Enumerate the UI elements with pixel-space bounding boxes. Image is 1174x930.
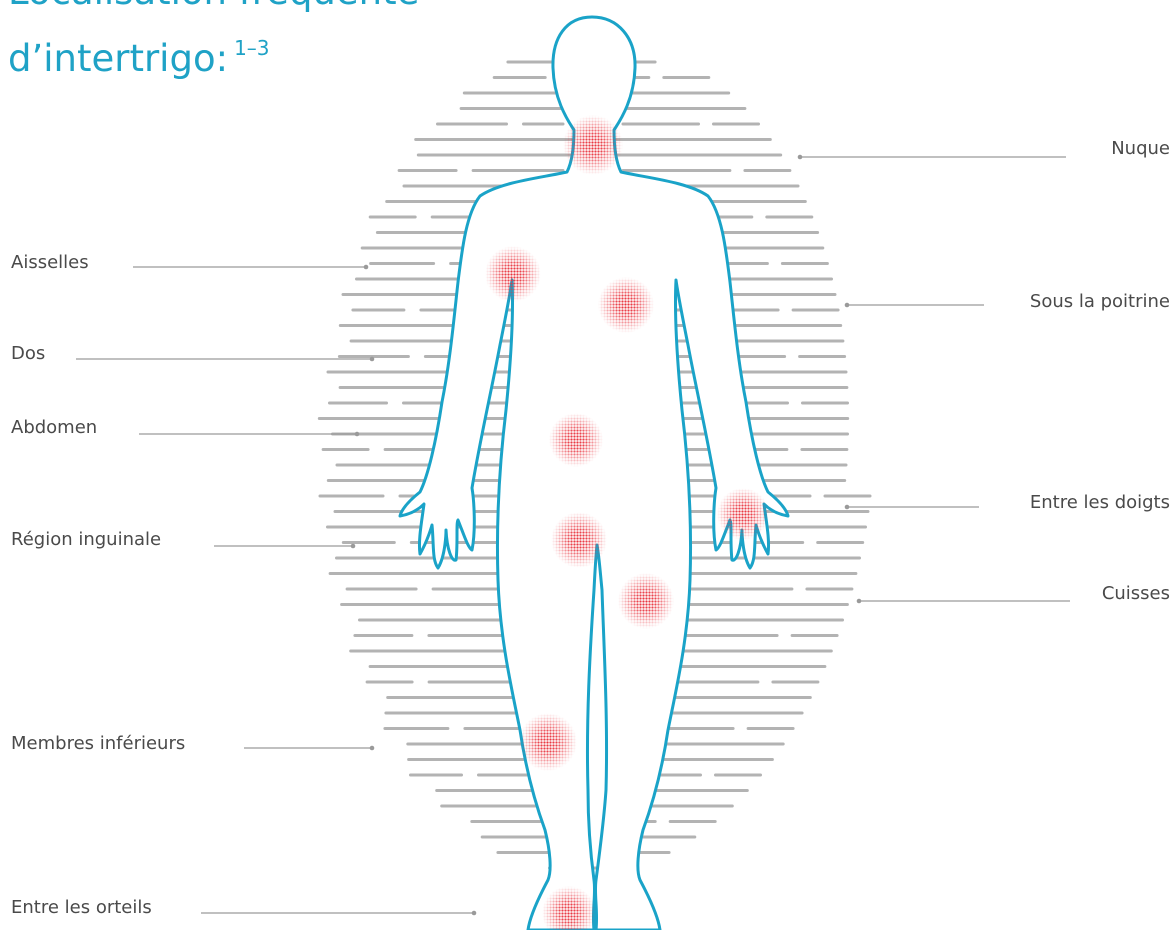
leader-dot-region-inguinale <box>351 544 356 549</box>
leader-dot-abdomen <box>355 432 360 437</box>
label-sous-la-poitrine: Sous la poitrine <box>1030 291 1170 313</box>
label-membres-inferieurs: Membres inférieurs <box>11 733 185 755</box>
label-aisselles: Aisselles <box>11 252 89 274</box>
leader-dot-cuisses <box>857 599 862 604</box>
leader-dot-entre-les-doigts <box>845 505 850 510</box>
label-dos: Dos <box>11 343 45 365</box>
leader-dot-membres-inferieurs <box>370 746 375 751</box>
label-cuisses: Cuisses <box>1102 583 1170 605</box>
leader-dot-sous-la-poitrine <box>845 303 850 308</box>
leader-dot-dos <box>370 357 375 362</box>
leader-dot-entre-les-orteils <box>472 911 477 916</box>
leader-dot-nuque <box>798 155 803 160</box>
label-nuque: Nuque <box>1111 138 1170 160</box>
hotspot-cuisses <box>618 573 674 629</box>
label-region-inguinale: Région inguinale <box>11 529 161 551</box>
hotspot-sous-poitrine <box>598 277 654 333</box>
hotspot-doigts <box>717 488 769 540</box>
hotspot-nuque <box>563 115 623 175</box>
hotspot-membres-inferieurs <box>519 713 577 771</box>
label-entre-les-doigts: Entre les doigts <box>1030 492 1170 514</box>
leader-dot-aisselles <box>364 265 369 270</box>
label-entre-les-orteils: Entre les orteils <box>11 897 152 919</box>
hotspot-region-inguinale <box>551 512 607 568</box>
hotspot-abdomen <box>549 413 603 467</box>
label-abdomen: Abdomen <box>11 417 97 439</box>
hotspot-aisselle <box>485 246 541 302</box>
